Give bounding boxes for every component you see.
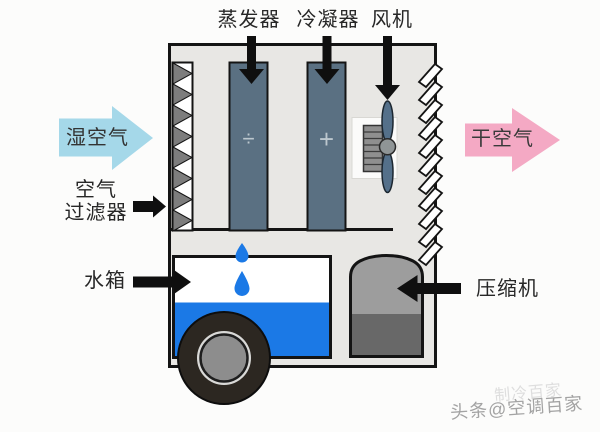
louver-slat [417,62,444,89]
dry-air-arrow [465,108,560,172]
arrow-head [397,275,418,302]
compressor-label: 压缩机 [476,278,539,300]
water-drop [235,243,249,263]
compressor-base [352,314,421,355]
arrow-shaft [417,283,461,294]
evaporator-label: 蒸发器 [217,9,281,31]
filter-pleat [172,167,194,190]
air-filter-arrow [133,195,166,218]
fan-hub [378,138,397,156]
fan-assembly [351,100,398,194]
air-filter [171,61,194,232]
compressor-arrow [397,275,461,302]
humid-air-arrow [59,106,153,170]
filter-pleat [172,104,194,127]
filter-pleat [172,188,194,211]
arrow-head [239,69,264,84]
evaporator-coil [228,61,269,232]
louver-slat [417,222,444,249]
louver-slat [417,169,444,196]
dry-air-label: 干空气 [471,128,534,150]
condenser-arrow [314,36,340,84]
condenser-symbol: + [318,124,335,154]
arrow-head [174,270,191,294]
louver-slat [417,204,444,231]
arrow-head [314,69,340,84]
condenser-coil [306,61,347,232]
louver-slat [417,80,444,107]
air-filter-pleats [172,62,194,232]
fan-label: 风机 [371,9,413,31]
filter-pleat [172,62,194,85]
fan-blades [381,100,394,194]
louver-slat [417,240,444,267]
arrow-shaft [383,36,392,86]
filter-pleat [172,209,194,232]
arrow-shaft [133,276,175,288]
arrow-shaft [133,201,154,212]
louver-slat [417,115,444,142]
fan-blade [381,100,394,143]
compressor [349,253,424,358]
fan-arrow [375,36,400,100]
louver-slat [417,186,444,213]
water-tank-label: 水箱 [84,270,126,292]
louver-slat [417,133,444,160]
water-drop [234,271,250,296]
louver-slat [417,98,444,125]
louver-vent [417,62,444,267]
air-filter-label-line2: 过滤器 [64,202,128,224]
humid-air-label: 湿空气 [66,127,129,149]
pointer-arrows [133,36,461,302]
caster-wheel [177,311,271,405]
evaporator-symbol: ÷ [242,126,255,151]
air-filter-label-line1: 空气 [75,179,117,201]
filter-pleat [172,146,194,169]
fan-blade [381,150,394,194]
louver-slat [417,151,444,178]
fan-grille-fins [363,131,383,166]
water-tank-arrow [133,270,191,294]
wheel-hub [199,333,249,383]
arrow-shaft [322,36,332,70]
condenser-label: 冷凝器 [296,9,360,31]
evaporator-arrow [239,36,264,84]
arrow-head [375,85,400,100]
arrow-shaft [247,36,256,70]
arrow-head [153,195,166,218]
filter-pleat [172,125,194,148]
air-filter-label: 空气 过滤器 [56,179,136,225]
filter-pleat [172,83,194,106]
